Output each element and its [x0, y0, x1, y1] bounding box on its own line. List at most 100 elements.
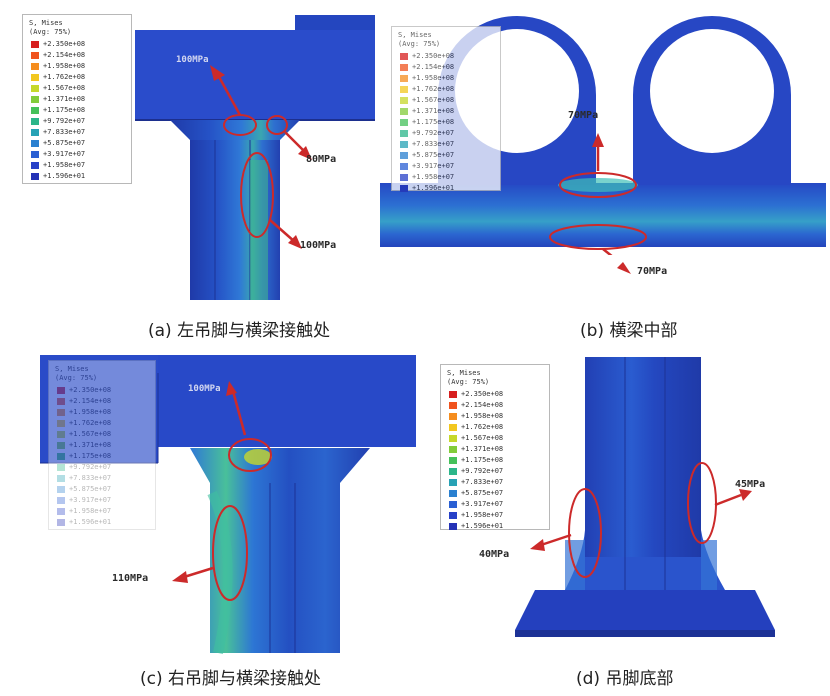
- legend-swatch: [31, 74, 39, 81]
- legend-value: +2.350e+08: [69, 386, 112, 394]
- legend-swatch: [400, 141, 408, 148]
- legend-value: +1.958e+08: [412, 74, 455, 82]
- legend-swatch: [449, 457, 457, 464]
- legend-value: +1.958e+07: [461, 511, 504, 519]
- legend-value: +1.175e+08: [412, 118, 455, 126]
- legend-value: +1.958e+08: [43, 62, 86, 70]
- legend-swatch: [449, 424, 457, 431]
- legend-swatch: [31, 162, 39, 169]
- legend-swatch: [57, 398, 65, 405]
- legend-swatch: [31, 129, 39, 136]
- legend-c: S, Mises (Avg: 75%) +2.350e+08+2.154e+08…: [48, 360, 156, 530]
- legend-value: +5.875e+07: [69, 485, 112, 493]
- legend-swatch: [57, 497, 65, 504]
- legend-value: +1.762e+08: [412, 85, 455, 93]
- panel-a-model: [135, 15, 375, 300]
- legend-swatch: [400, 97, 408, 104]
- legend-swatch: [449, 435, 457, 442]
- legend-swatch: [449, 468, 457, 475]
- legend-swatch: [31, 63, 39, 70]
- legend-swatch: [449, 413, 457, 420]
- legend-swatch: [400, 185, 408, 192]
- overlapped-stress-label-a: 100MPa: [176, 55, 209, 65]
- legend-value: +7.833e+07: [461, 478, 504, 486]
- legend-value: +1.762e+08: [461, 423, 504, 431]
- callout-d-45: 45MPa: [735, 479, 766, 490]
- callout-b-bottom: 70MPa: [637, 266, 668, 277]
- legend-swatch: [31, 151, 39, 158]
- legend-value: +1.762e+08: [69, 419, 112, 427]
- legend-swatch: [57, 387, 65, 394]
- legend-value: +2.154e+08: [412, 63, 455, 71]
- legend-swatch: [400, 86, 408, 93]
- legend-swatch: [31, 96, 39, 103]
- legend-swatch: [449, 391, 457, 398]
- callout-b-top: 70MPa: [568, 110, 599, 121]
- legend-swatch: [57, 486, 65, 493]
- legend-title: S, Mises: [29, 19, 63, 27]
- legend-swatch: [449, 479, 457, 486]
- legend-swatch: [400, 53, 408, 60]
- legend-value: +3.917e+07: [412, 162, 455, 170]
- legend-value: +1.371e+08: [461, 445, 504, 453]
- legend-swatch: [57, 519, 65, 526]
- legend-swatch: [31, 118, 39, 125]
- legend-value: +1.958e+08: [461, 412, 504, 420]
- legend-swatch: [400, 64, 408, 71]
- legend-swatch: [400, 108, 408, 115]
- caption-c: (c) 右吊脚与横梁接触处: [140, 669, 322, 689]
- legend-value: +1.567e+08: [412, 96, 455, 104]
- overlapped-stress-label-c: 100MPa: [188, 384, 221, 394]
- legend-swatch: [31, 140, 39, 147]
- legend-a: S, Mises (Avg: 75%) +2.350e+08+2.154e+08…: [22, 14, 132, 184]
- legend-swatch: [57, 409, 65, 416]
- legend-avg: (Avg: 75%): [398, 40, 441, 48]
- legend-avg: (Avg: 75%): [29, 28, 72, 36]
- legend-swatch: [31, 41, 39, 48]
- legend-value: +5.875e+07: [412, 151, 455, 159]
- legend-swatch: [57, 431, 65, 438]
- legend-swatch: [57, 453, 65, 460]
- legend-value: +9.792e+07: [69, 463, 112, 471]
- legend-value: +1.958e+08: [69, 408, 112, 416]
- legend-swatch: [31, 52, 39, 59]
- legend-swatch: [449, 512, 457, 519]
- legend-swatch: [31, 107, 39, 114]
- legend-swatch: [400, 75, 408, 82]
- legend-swatch: [400, 130, 408, 137]
- legend-value: +2.350e+08: [43, 40, 86, 48]
- legend-swatch: [449, 402, 457, 409]
- legend-swatch: [400, 174, 408, 181]
- legend-d: S, Mises (Avg: 75%) +2.350e+08+2.154e+08…: [440, 364, 550, 530]
- legend-value: +1.958e+07: [43, 161, 86, 169]
- legend-value: +1.596e+01: [461, 522, 504, 530]
- legend-swatch: [400, 152, 408, 159]
- legend-swatch: [400, 119, 408, 126]
- legend-b: S, Mises (Avg: 75%) +2.350e+08 +2.154e+08…: [391, 26, 501, 192]
- legend-value: +1.175e+08: [69, 452, 112, 460]
- legend-value: +1.762e+08: [43, 73, 86, 81]
- legend-value: +2.154e+08: [69, 397, 112, 405]
- legend-avg: (Avg: 75%): [55, 374, 98, 382]
- legend-value: +1.371e+08: [69, 441, 112, 449]
- legend-value: +1.958e+07: [69, 507, 112, 515]
- legend-value: +1.567e+08: [461, 434, 504, 442]
- legend-value: +1.371e+08: [412, 107, 455, 115]
- legend-swatch: [449, 523, 457, 530]
- legend-value: +5.875e+07: [461, 489, 504, 497]
- legend-value: +1.958e+07: [412, 173, 455, 181]
- legend-value: +3.917e+07: [461, 500, 504, 508]
- callout-d-40: 40MPa: [479, 549, 510, 560]
- legend-value: +7.833e+07: [69, 474, 112, 482]
- legend-avg: (Avg: 75%): [447, 378, 490, 386]
- legend-swatch: [449, 446, 457, 453]
- legend-value: +2.154e+08: [461, 401, 504, 409]
- panel-c-model: [40, 355, 416, 655]
- legend-title: S, Mises: [398, 31, 432, 39]
- legend-value: +2.350e+08: [412, 52, 455, 60]
- callout-a-100: 100MPa: [300, 240, 337, 251]
- legend-value: +5.875e+07: [43, 139, 86, 147]
- legend-value: +1.371e+08: [43, 95, 86, 103]
- legend-value: +1.596e+01: [43, 172, 86, 180]
